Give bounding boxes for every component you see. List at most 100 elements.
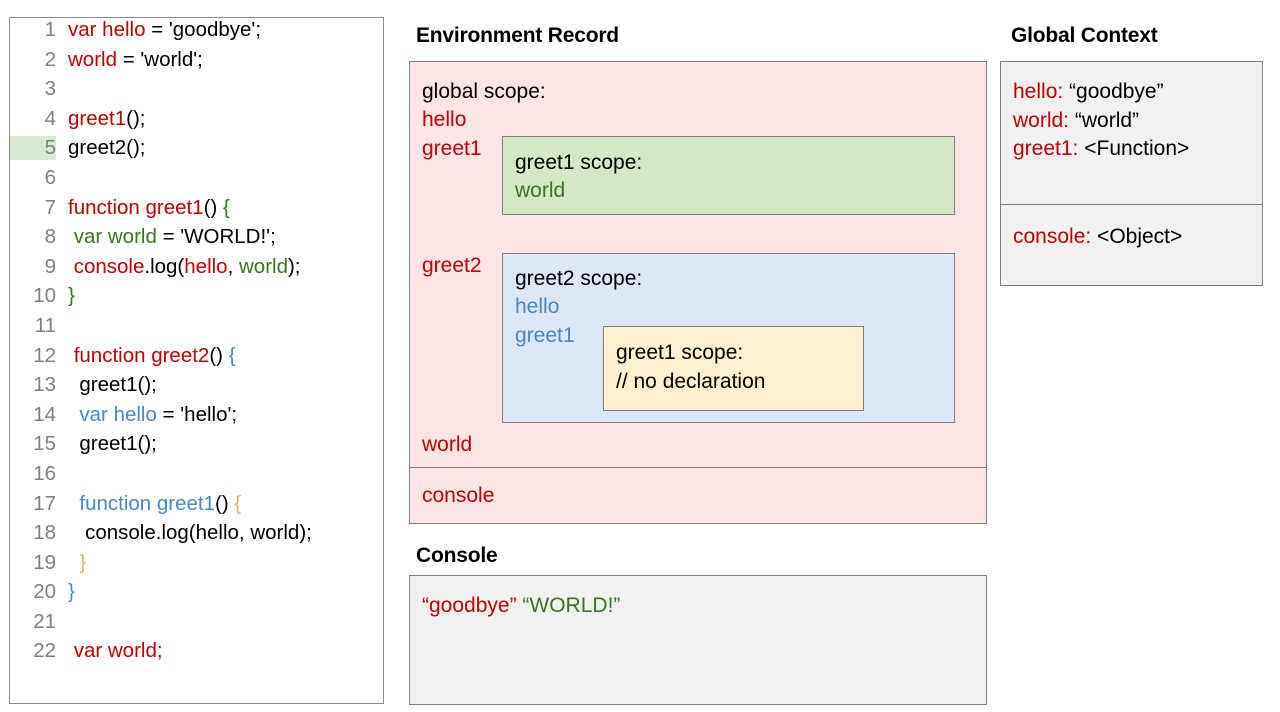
- console-output-box[interactable]: “goodbye” “WORLD!”: [409, 575, 987, 705]
- global-context-variables-region: hello: “goodbye”world: “world”greet1: <F…: [1001, 62, 1262, 205]
- line-number: 11: [34, 313, 56, 337]
- code-token: world: [238, 254, 288, 278]
- code-token: [68, 492, 79, 515]
- line-number: 19: [33, 550, 56, 574]
- console-output-line: “goodbye” “WORLD!”: [422, 594, 620, 618]
- greet1-scope-box: greet1 scope: world: [502, 136, 955, 215]
- code-token: .log(: [144, 254, 185, 278]
- inner-greet1-scope-comment: // no declaration: [616, 370, 766, 393]
- code-token: = 'goodbye';: [145, 18, 262, 41]
- code-line-text: greet1();: [56, 373, 157, 397]
- code-token: greet1: [68, 106, 127, 130]
- greet2-scope-box: greet2 scope: hello greet1 greet1 scope:…: [502, 253, 955, 423]
- global-context-title: Global Context: [1011, 24, 1158, 47]
- env-binding-greet1: greet1: [422, 137, 482, 160]
- code-token: hello: [184, 254, 228, 278]
- code-token: (): [215, 491, 235, 515]
- code-token: console.log(hello, world);: [68, 521, 312, 545]
- line-number: 6: [44, 165, 56, 189]
- code-line-text: }: [56, 551, 86, 575]
- environment-record-title: Environment Record: [416, 24, 619, 47]
- code-line[interactable]: 6: [10, 166, 383, 196]
- code-token: ();: [126, 106, 146, 130]
- gc-key: console:: [1013, 225, 1092, 248]
- global-context-variable: hello: “goodbye”: [1013, 78, 1189, 107]
- env-binding-hello: hello: [422, 108, 467, 131]
- greet1-scope-binding-world: world: [515, 179, 566, 202]
- code-line-text: greet2();: [56, 136, 145, 160]
- inner-greet1-scope-box: greet1 scope: // no declaration: [603, 326, 864, 411]
- code-line[interactable]: 19 }: [10, 551, 383, 581]
- line-number: 2: [44, 47, 56, 71]
- console-output-token: “goodbye”: [422, 594, 517, 617]
- code-line[interactable]: 15 greet1();: [10, 432, 383, 462]
- global-context-variable: greet1: <Function>: [1013, 135, 1189, 164]
- code-line[interactable]: 16: [10, 462, 383, 492]
- code-token: {: [234, 491, 242, 515]
- line-number: 10: [33, 284, 56, 308]
- greet2-scope-binding-hello: hello: [515, 295, 560, 318]
- code-line-text: greet1();: [56, 432, 156, 456]
- gc-value: “goodbye”: [1063, 80, 1164, 103]
- code-token: var hello: [79, 402, 157, 426]
- code-line[interactable]: 12 function greet2() {: [10, 344, 383, 374]
- code-line[interactable]: 3: [10, 77, 383, 107]
- console-binding-region: console: [410, 468, 986, 524]
- gc-value: “world”: [1069, 108, 1140, 132]
- code-line-text: function greet2() {: [56, 344, 236, 368]
- gc-key: hello:: [1013, 80, 1064, 103]
- code-token: [68, 551, 79, 574]
- code-token: );: [287, 254, 301, 278]
- gc-key: greet1:: [1013, 137, 1079, 160]
- global-context-box: hello: “goodbye”world: “world”greet1: <F…: [1000, 61, 1263, 286]
- env-binding-world: world: [422, 433, 473, 456]
- line-number: 21: [33, 609, 56, 633]
- code-token: }: [79, 550, 87, 574]
- code-line[interactable]: 20}: [10, 580, 383, 610]
- code-line[interactable]: 17 function greet1() {: [10, 492, 383, 522]
- code-line[interactable]: 8 var world = 'WORLD!';: [10, 225, 383, 255]
- code-line[interactable]: 10}: [10, 284, 383, 314]
- global-context-object: console: <Object>: [1013, 223, 1182, 252]
- line-number: 9: [44, 254, 56, 278]
- environment-record-box: global scope: hello greet1 greet2 world …: [409, 61, 987, 524]
- code-token: [68, 403, 79, 426]
- code-line-text: var hello = 'hello';: [56, 403, 237, 427]
- code-token: }: [68, 580, 75, 604]
- code-line[interactable]: 14 var hello = 'hello';: [10, 403, 383, 433]
- code-token: var hello: [68, 18, 146, 41]
- gc-value: <Object>: [1091, 225, 1183, 248]
- code-line-text: world = 'world';: [56, 48, 203, 72]
- code-token: greet2();: [68, 136, 146, 160]
- line-number: 12: [33, 343, 56, 367]
- global-scope-region: global scope: hello greet1 greet2 world …: [410, 62, 986, 468]
- code-line-text: function greet1() {: [56, 196, 230, 220]
- code-token: greet1();: [68, 373, 157, 397]
- code-line[interactable]: 18 console.log(hello, world);: [10, 521, 383, 551]
- code-line-text: var hello = 'goodbye';: [56, 18, 261, 42]
- line-number: 1: [44, 18, 56, 41]
- line-number: 18: [33, 521, 56, 545]
- code-line-text: }: [56, 284, 75, 308]
- line-number: 7: [44, 195, 56, 219]
- global-context-object-list: console: <Object>: [1013, 223, 1182, 252]
- code-token: }: [68, 284, 75, 308]
- console-output-token: “WORLD!”: [522, 594, 621, 617]
- code-token: (): [203, 195, 223, 219]
- code-token: = 'WORLD!';: [156, 225, 276, 249]
- code-token: var world;: [73, 639, 163, 663]
- code-line[interactable]: 21: [10, 610, 383, 640]
- code-line[interactable]: 13 greet1();: [10, 373, 383, 403]
- code-line[interactable]: 22 var world;: [10, 639, 383, 669]
- global-context-variable-list: hello: “goodbye”world: “world”greet1: <F…: [1013, 78, 1189, 164]
- code-token: {: [222, 195, 230, 219]
- code-line[interactable]: 11: [10, 314, 383, 344]
- code-line[interactable]: 9 console.log(hello, world);: [10, 255, 383, 285]
